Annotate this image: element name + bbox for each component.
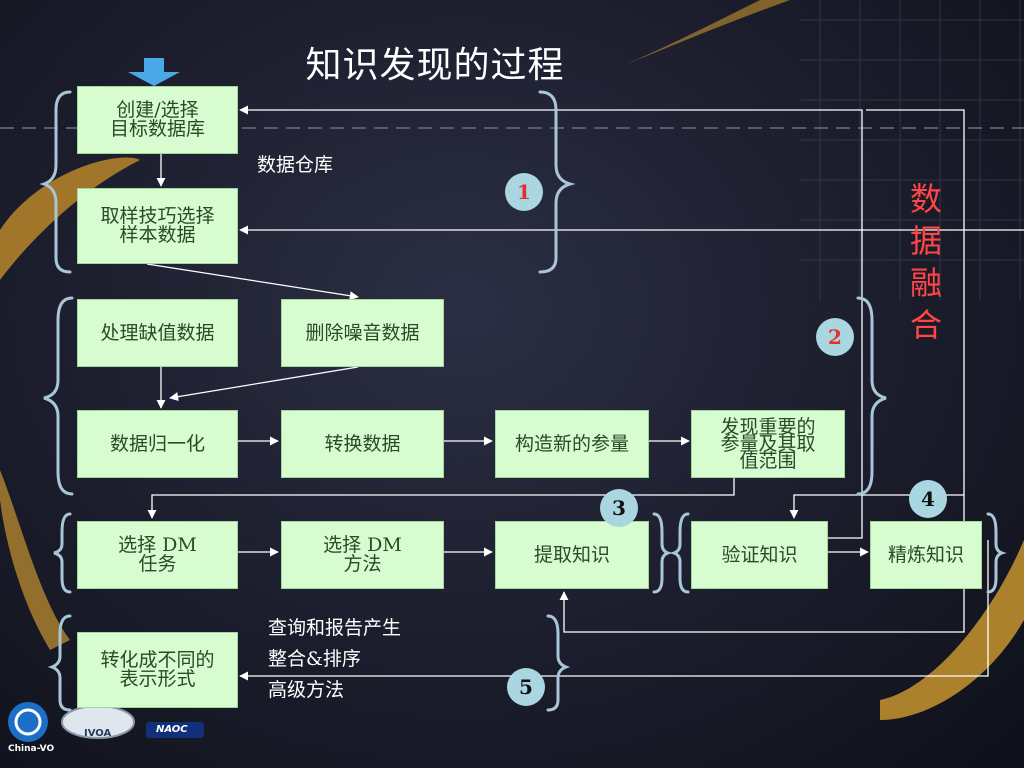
brace-right-2 (856, 296, 887, 496)
box-discover-params: 发现重要的 参量及其取 值范围 (691, 410, 845, 478)
brace-left-3b (669, 512, 690, 594)
decor-grid (800, 0, 1024, 300)
step-badge-1: 1 (505, 173, 543, 211)
brace-right-3b (986, 512, 1007, 594)
label-advanced-methods: 高级方法 (268, 679, 345, 701)
box-normalize: 数据归一化 (77, 410, 238, 478)
box-verify-knowledge: 验证知识 (691, 521, 828, 589)
box-create-database: 创建/选择 目标数据库 (77, 86, 238, 154)
box-transform: 转换数据 (281, 410, 444, 478)
naoc-logo-text: NAOC (156, 724, 188, 735)
label-data-fusion: 数据融合 (909, 180, 942, 344)
brace-right-3a (652, 512, 673, 594)
brace-left-1 (39, 90, 72, 274)
box-refine-knowledge: 精炼知识 (870, 521, 982, 589)
label-integrate-sort: 整合&排序 (268, 648, 361, 670)
box-extract-knowledge: 提取知识 (495, 521, 649, 589)
china-vo-logo-text: China-VO (8, 744, 55, 754)
page-title: 知识发现的过程 (305, 45, 565, 86)
brace-left-5 (47, 614, 72, 712)
china-vo-logo (8, 702, 48, 742)
step-badge-5: 5 (507, 668, 545, 706)
label-query-report: 查询和报告产生 (268, 617, 402, 639)
arrow-noise-normalize (169, 366, 359, 402)
entry-arrow (128, 58, 180, 86)
arrow-verify-to-create (239, 105, 863, 539)
arrow-discover-dmtask (147, 478, 735, 519)
label-data-warehouse: 数据仓库 (257, 154, 334, 176)
box-represent: 转化成不同的 表示形式 (77, 632, 238, 708)
step-badge-3: 3 (600, 489, 638, 527)
box-missing-values: 处理缺值数据 (77, 299, 238, 367)
ivoa-logo-text: IVOA (84, 728, 112, 739)
naoc-logo (146, 722, 204, 738)
box-construct-params: 构造新的参量 (495, 410, 649, 478)
decor-swoosh-left (0, 157, 140, 280)
arrow-refine-represent (239, 540, 989, 681)
step-badge-4: 4 (909, 480, 947, 518)
decor-swoosh-right (880, 540, 1024, 720)
arrow-loop-verify (789, 494, 964, 519)
brace-right-5 (546, 614, 571, 712)
brace-left-3 (53, 512, 72, 594)
box-remove-noise: 删除噪音数据 (281, 299, 444, 367)
arrow-refine-extract (559, 590, 965, 633)
arrow-right-to-create (866, 109, 965, 590)
decor-swoosh-left-2 (0, 470, 70, 650)
arrow-sampling-noise (146, 263, 359, 301)
box-dm-task: 选择 DM 任务 (77, 521, 238, 589)
brace-left-2 (43, 296, 74, 496)
box-sampling: 取样技巧选择 样本数据 (77, 188, 238, 264)
box-dm-method: 选择 DM 方法 (281, 521, 444, 589)
step-badge-2: 2 (816, 318, 854, 356)
brace-right-1 (538, 90, 576, 274)
